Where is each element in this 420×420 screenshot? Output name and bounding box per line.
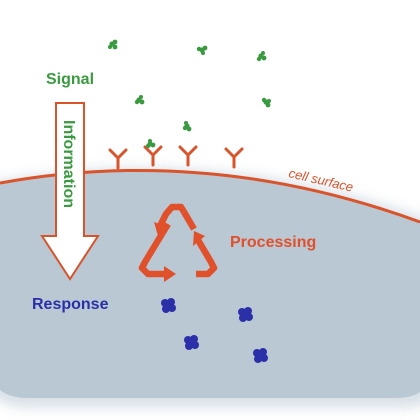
receptor-icon [143,145,163,167]
response-molecule-icon [184,335,199,350]
signal-molecule-icon [196,45,208,55]
response-molecule-icon [238,307,253,322]
signal-molecules [108,39,271,149]
signal-molecule-icon [256,51,267,62]
signal-molecule-icon [145,139,156,149]
processing-label: Processing [230,234,316,251]
information-label: Information [60,120,77,208]
receptor-icon [178,145,198,167]
receptors [108,145,244,170]
response-molecule-icon [253,348,268,363]
signal-molecule-icon [134,95,145,105]
response-label: Response [32,296,109,313]
information-arrow [40,102,100,281]
receptor-icon [224,147,244,169]
receptor-icon [108,148,128,170]
signal-molecule-icon [108,39,118,50]
response-molecules [161,298,268,363]
processing-recycle-icon [138,203,218,282]
response-molecule-icon [161,298,176,313]
signal-molecule-icon [182,121,192,132]
signal-label: Signal [46,71,94,88]
signal-molecule-icon [261,97,271,108]
cell-body [0,167,420,408]
